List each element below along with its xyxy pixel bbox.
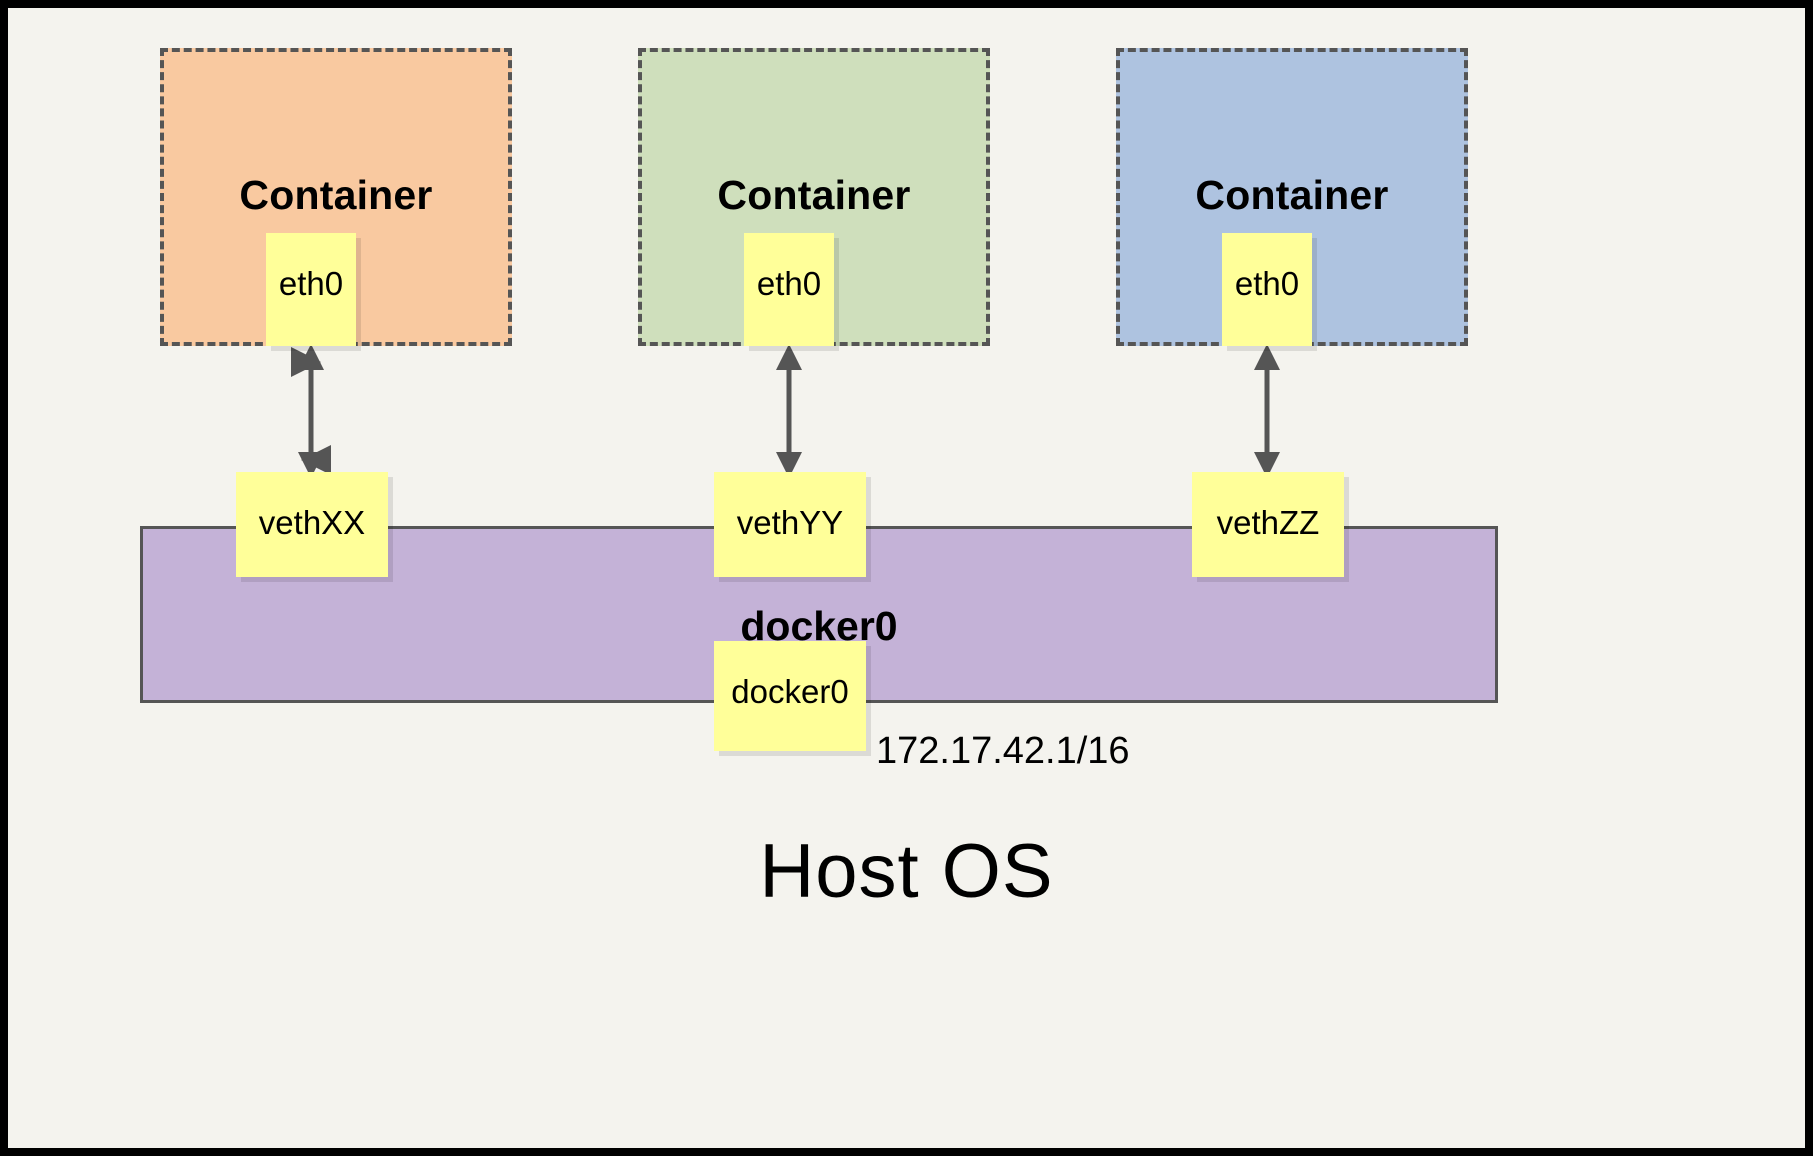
container-title-3: Container xyxy=(1195,172,1389,218)
veth-box-1: vethXX xyxy=(236,472,388,577)
diagram-stage: Container eth0 Container eth0 Container … xyxy=(8,8,1805,1148)
container-eth0-label-1: eth0 xyxy=(278,265,344,302)
docker0-interface-box: docker0 xyxy=(714,641,866,751)
veth-label-3: vethZZ xyxy=(1216,504,1320,541)
link-arrow-3 xyxy=(1254,344,1280,478)
veth-label-1: vethXX xyxy=(258,504,366,541)
link-arrow-2 xyxy=(776,344,802,478)
docker0-interface-label: docker0 xyxy=(731,673,849,710)
container-eth0-label-2: eth0 xyxy=(756,265,822,302)
veth-box-3: vethZZ xyxy=(1192,472,1344,577)
link-arrow-1 xyxy=(291,342,331,480)
host-os-label: Host OS xyxy=(759,829,1054,914)
container-eth0-1: eth0 xyxy=(266,233,356,346)
veth-label-2: vethYY xyxy=(736,504,844,541)
container-title-1: Container xyxy=(239,172,433,218)
container-eth0-label-3: eth0 xyxy=(1234,265,1300,302)
container-eth0-3: eth0 xyxy=(1222,233,1312,346)
container-title-2: Container xyxy=(717,172,911,218)
veth-box-2: vethYY xyxy=(714,472,866,577)
container-eth0-2: eth0 xyxy=(744,233,834,346)
docker0-ip-label: 172.17.42.1/16 xyxy=(876,730,1130,772)
